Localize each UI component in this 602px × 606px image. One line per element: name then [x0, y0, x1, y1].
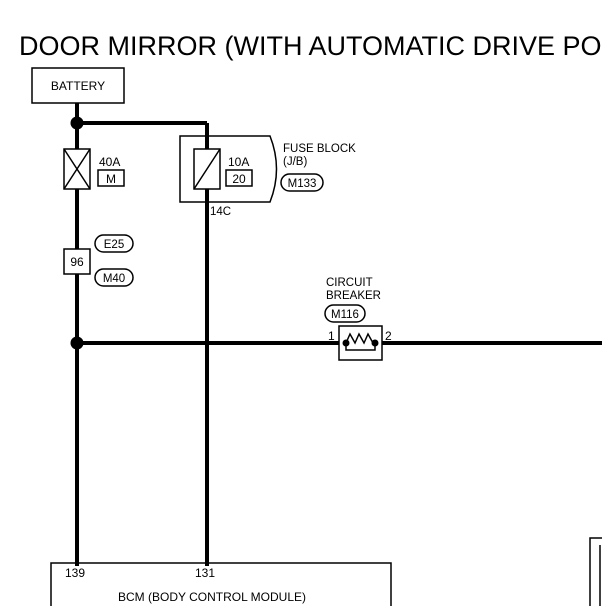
fuse-block-component: 10A 20 FUSE BLOCK (J/B) M133 14C — [179, 135, 356, 218]
bcm-label: BCM (BODY CONTROL MODULE) — [118, 590, 306, 604]
circuit-breaker-pin-2: 2 — [385, 329, 392, 343]
battery-box — [31, 67, 125, 104]
fusible-link-cross-b — [63, 148, 91, 190]
circuit-breaker-pin-1: 1 — [328, 329, 335, 343]
right-edge-component-outline — [589, 537, 602, 606]
battery-label: BATTERY — [51, 79, 105, 93]
circuit-breaker-connector-badge — [324, 304, 366, 323]
bcm-pin-139: 139 — [65, 566, 85, 580]
fusible-link-code-box — [97, 169, 125, 187]
fuse-block-connector-badge — [280, 173, 324, 192]
connector-m40: M40 — [103, 273, 125, 285]
circuit-breaker-connector: M116 — [331, 309, 359, 321]
connector-badge-m40 — [94, 268, 134, 287]
joint-connector-component: 96 E25 M40 — [63, 234, 134, 287]
fuse-10a-element — [193, 148, 221, 190]
fusible-link-40a: 40A M — [63, 148, 125, 190]
joint-connector-box — [63, 248, 91, 275]
fuse-block-terminal: 14C — [210, 206, 231, 218]
fuse-block-connector: M133 — [288, 178, 317, 190]
bcm-component: 139 131 BCM (BODY CONTROL MODULE) — [50, 562, 392, 606]
circuit-breaker-name-1: CIRCUIT — [326, 277, 373, 289]
splice-dot-top — [70, 116, 84, 130]
battery-component: BATTERY — [31, 67, 125, 104]
fusible-link-code: M — [106, 172, 116, 186]
splice-dot-mid — [70, 336, 84, 350]
connector-badge-e25 — [94, 234, 134, 253]
circuit-breaker-name-2: BREAKER — [326, 290, 381, 302]
fuse-number-box — [225, 169, 253, 187]
diagram-title: DOOR MIRROR (WITH AUTOMATIC DRIVE PO — [19, 31, 602, 61]
fuse-block-name-1: FUSE BLOCK — [283, 143, 356, 155]
fuse-number: 20 — [232, 172, 246, 186]
connector-e25: E25 — [104, 239, 124, 251]
fusible-link-rating: 40A — [99, 155, 120, 169]
circuit-breaker-terminal-2 — [371, 339, 379, 347]
fuse-10a-rating: 10A — [228, 155, 249, 169]
fuse-block-name-2: (J/B) — [283, 156, 307, 168]
circuit-breaker-zigzag — [345, 332, 374, 345]
joint-connector-terminal: 96 — [70, 255, 84, 269]
bcm-pin-131: 131 — [195, 566, 215, 580]
bcm-outline — [50, 562, 392, 606]
fuse-block-outline — [179, 135, 278, 203]
circuit-breaker-component: CIRCUIT BREAKER M116 1 2 — [324, 277, 392, 361]
circuit-breaker-terminal-1 — [342, 339, 350, 347]
